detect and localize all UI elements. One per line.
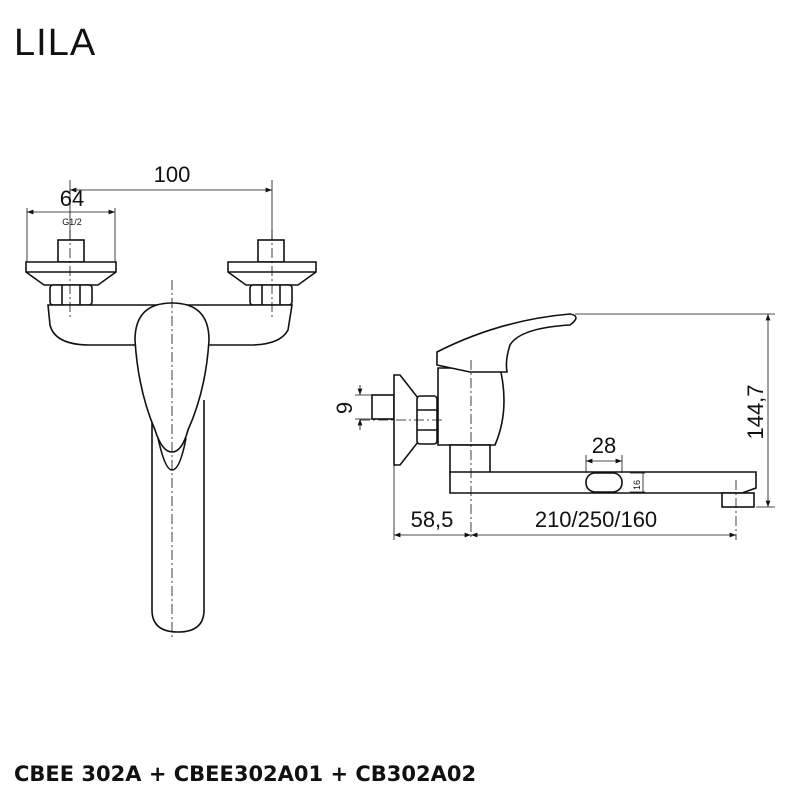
nipple	[371, 394, 395, 420]
dimension-nipple: 9	[332, 402, 357, 414]
side-view: 144,7 9 58,5 210/250/160 28 16	[332, 313, 775, 540]
spout-front	[151, 400, 205, 633]
product-title: LILA	[14, 22, 97, 64]
outlet-oval	[585, 472, 623, 493]
dimension-outlet-height: 16	[632, 480, 642, 490]
dimension-100: 100	[154, 162, 191, 187]
dimension-spout-length: 210/250/160	[535, 507, 657, 532]
front-view: 100 64 G1/2	[25, 162, 317, 640]
thread-label: G1/2	[62, 217, 82, 227]
left-eccentric	[25, 239, 117, 306]
lever-handle-side	[436, 313, 577, 373]
dimension-wall-offset: 58,5	[411, 507, 454, 532]
aerator	[721, 492, 755, 508]
dimension-height: 144,7	[743, 384, 768, 439]
dimension-64: 64	[60, 186, 84, 211]
right-eccentric	[227, 239, 317, 306]
dimension-outlet-width: 28	[592, 433, 616, 458]
product-codes: CBEE 302A + CBEE302A01 + CB302A02	[14, 762, 477, 786]
